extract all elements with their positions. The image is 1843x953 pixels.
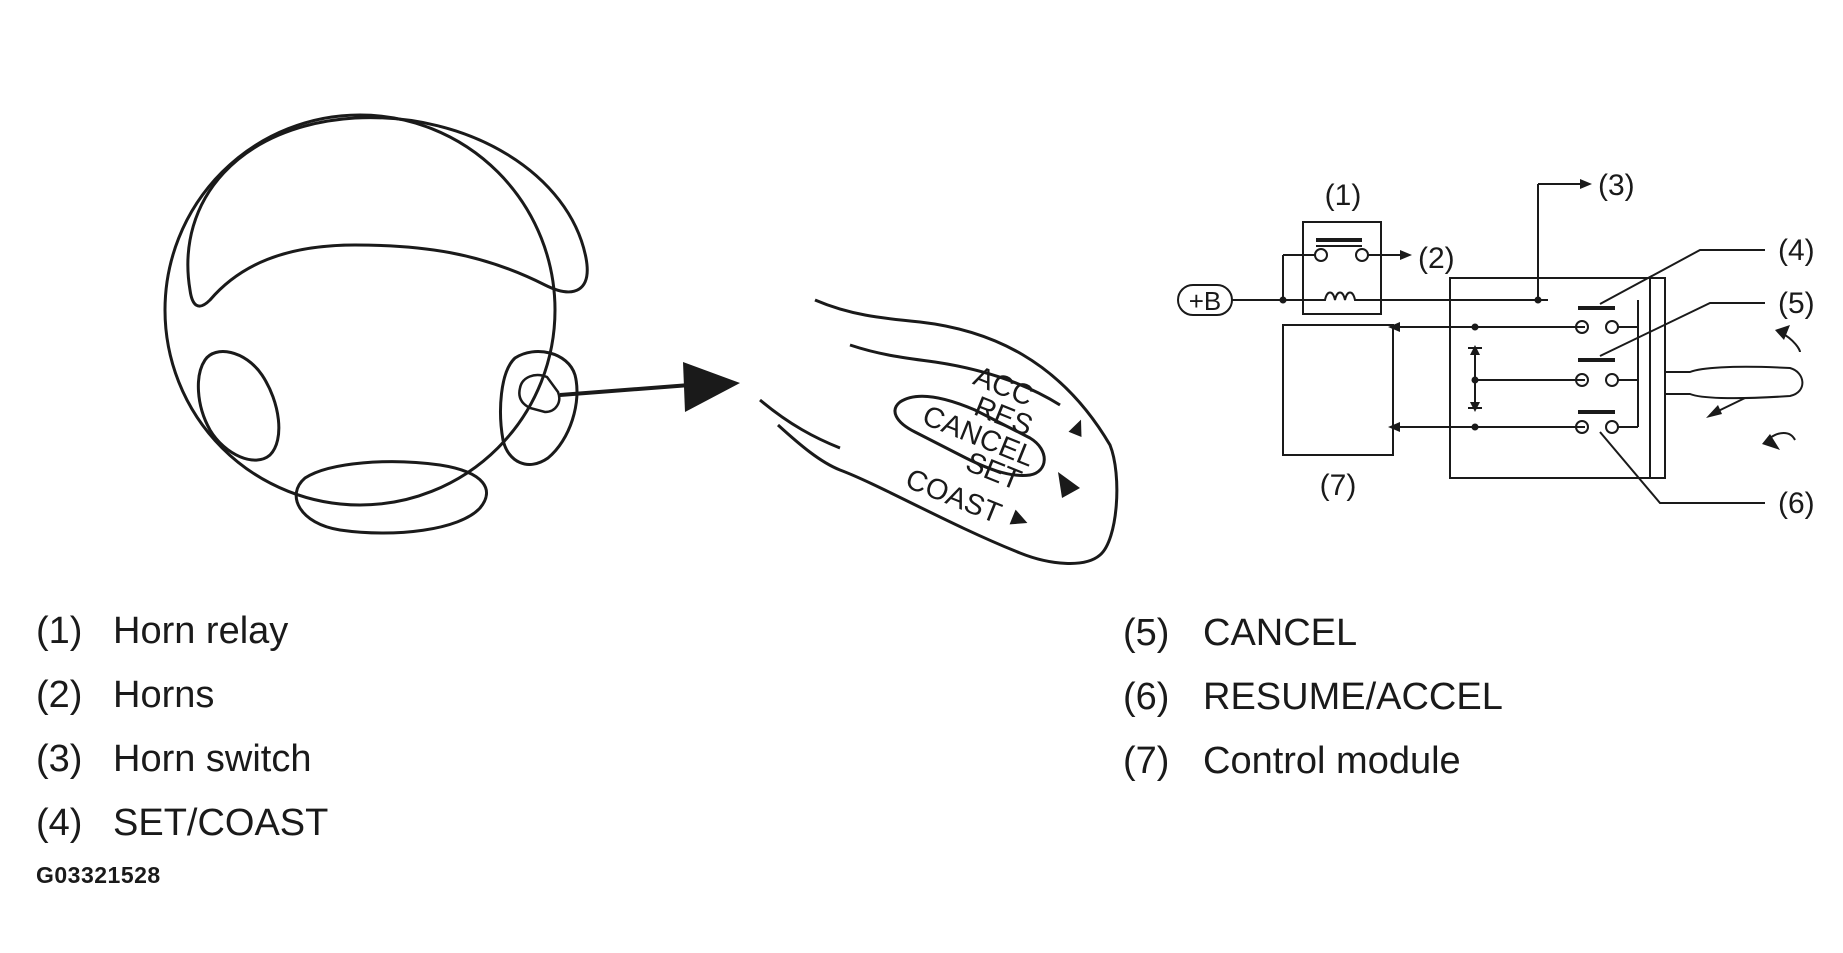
figure-code: G03321528 xyxy=(36,862,161,888)
switch-lever xyxy=(1665,365,1804,400)
legend-number: (7) xyxy=(1123,740,1170,782)
legend-number: (6) xyxy=(1123,676,1170,718)
legend-label: SET/COAST xyxy=(113,802,329,844)
stalk-arrow-set xyxy=(1058,472,1080,498)
legend-label: RESUME/ACCEL xyxy=(1203,676,1503,718)
legend-label: Horn switch xyxy=(113,738,312,780)
wheel-right-opening xyxy=(499,350,579,466)
callout-4: (4) xyxy=(1778,234,1815,267)
legend-label: CANCEL xyxy=(1203,612,1358,654)
control-module xyxy=(1282,324,1394,456)
cancel-pill xyxy=(893,394,1046,478)
stalk-arrow-coast xyxy=(1009,509,1028,525)
wheel-bottom-opening xyxy=(294,460,488,535)
battery-label: +B xyxy=(1189,286,1222,316)
pointer-arrow xyxy=(559,362,740,412)
callout-1: (1) xyxy=(1325,179,1362,212)
cruise-switch-knob xyxy=(518,373,561,414)
callout-5: (5) xyxy=(1778,287,1815,320)
legend-label: Horns xyxy=(113,674,215,716)
battery-capsule xyxy=(1177,284,1233,316)
legend-number: (5) xyxy=(1123,612,1170,654)
switch-housing xyxy=(1449,277,1666,479)
steering-wheel xyxy=(163,113,589,535)
callout-3: (3) xyxy=(1598,169,1635,202)
legend-number: (2) xyxy=(36,674,83,716)
legend-number: (1) xyxy=(36,610,83,652)
horn-relay-box xyxy=(1302,221,1382,315)
legend-number: (3) xyxy=(36,738,83,780)
legend-label: Control module xyxy=(1203,740,1461,782)
wheel-upper-opening xyxy=(186,116,589,308)
callout-7: (7) xyxy=(1320,469,1357,502)
wheel-left-opening xyxy=(196,350,281,462)
callout-2: (2) xyxy=(1418,242,1455,275)
cruise-stalk: ACC RES CANCEL SET COAST xyxy=(759,298,1119,565)
stalk-arrow-acc xyxy=(1068,419,1082,438)
wiring-schematic: (1) (2) (3) (4) (5) (6) (7) +B xyxy=(1177,169,1815,520)
legend-number: (4) xyxy=(36,802,83,844)
callout-6: (6) xyxy=(1778,487,1815,520)
legend-label: Horn relay xyxy=(113,610,289,652)
